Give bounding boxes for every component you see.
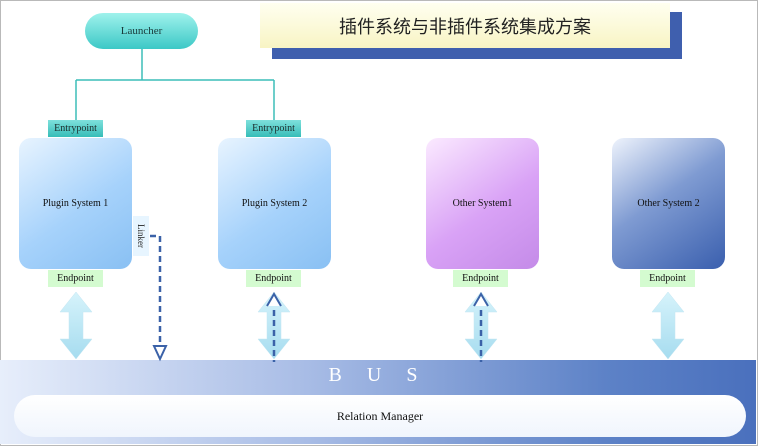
- other-system-2-label: Other System 2: [637, 198, 700, 209]
- other-system-2-box: Other System 2: [612, 138, 725, 269]
- endpoint-plugin-1: Endpoint: [48, 270, 103, 287]
- launcher-node: Launcher: [85, 13, 198, 49]
- entrypoint-plugin-2: Entrypoint: [246, 120, 301, 137]
- bus-label: B U S: [328, 364, 428, 386]
- diagram-title: 插件系统与非插件系统集成方案: [260, 3, 670, 48]
- linker-tab: Linker: [133, 216, 149, 256]
- double-arrow-plugin-1: [59, 291, 93, 360]
- plugin-system-2-label: Plugin System 2: [241, 198, 308, 209]
- linker-dashed-arrow: [150, 234, 168, 362]
- other-system-1-box: Other System1: [426, 138, 539, 269]
- entrypoint-plugin-1: Entrypoint: [48, 120, 103, 137]
- relation-manager: Relation Manager: [14, 395, 746, 437]
- plugin-system-2-box: Plugin System 2: [218, 138, 331, 269]
- endpoint-other-1: Endpoint: [453, 270, 508, 287]
- plugin-system-1-box: Plugin System 1: [19, 138, 132, 269]
- double-arrow-plugin-2: [257, 291, 291, 362]
- double-arrow-other-1: [464, 291, 498, 362]
- relation-manager-label: Relation Manager: [336, 408, 424, 423]
- other-system-1-label: Other System1: [452, 198, 513, 209]
- endpoint-plugin-2: Endpoint: [246, 270, 301, 287]
- double-arrow-other-2: [651, 291, 685, 360]
- endpoint-other-2: Endpoint: [640, 270, 695, 287]
- plugin-system-1-label: Plugin System 1: [42, 198, 109, 209]
